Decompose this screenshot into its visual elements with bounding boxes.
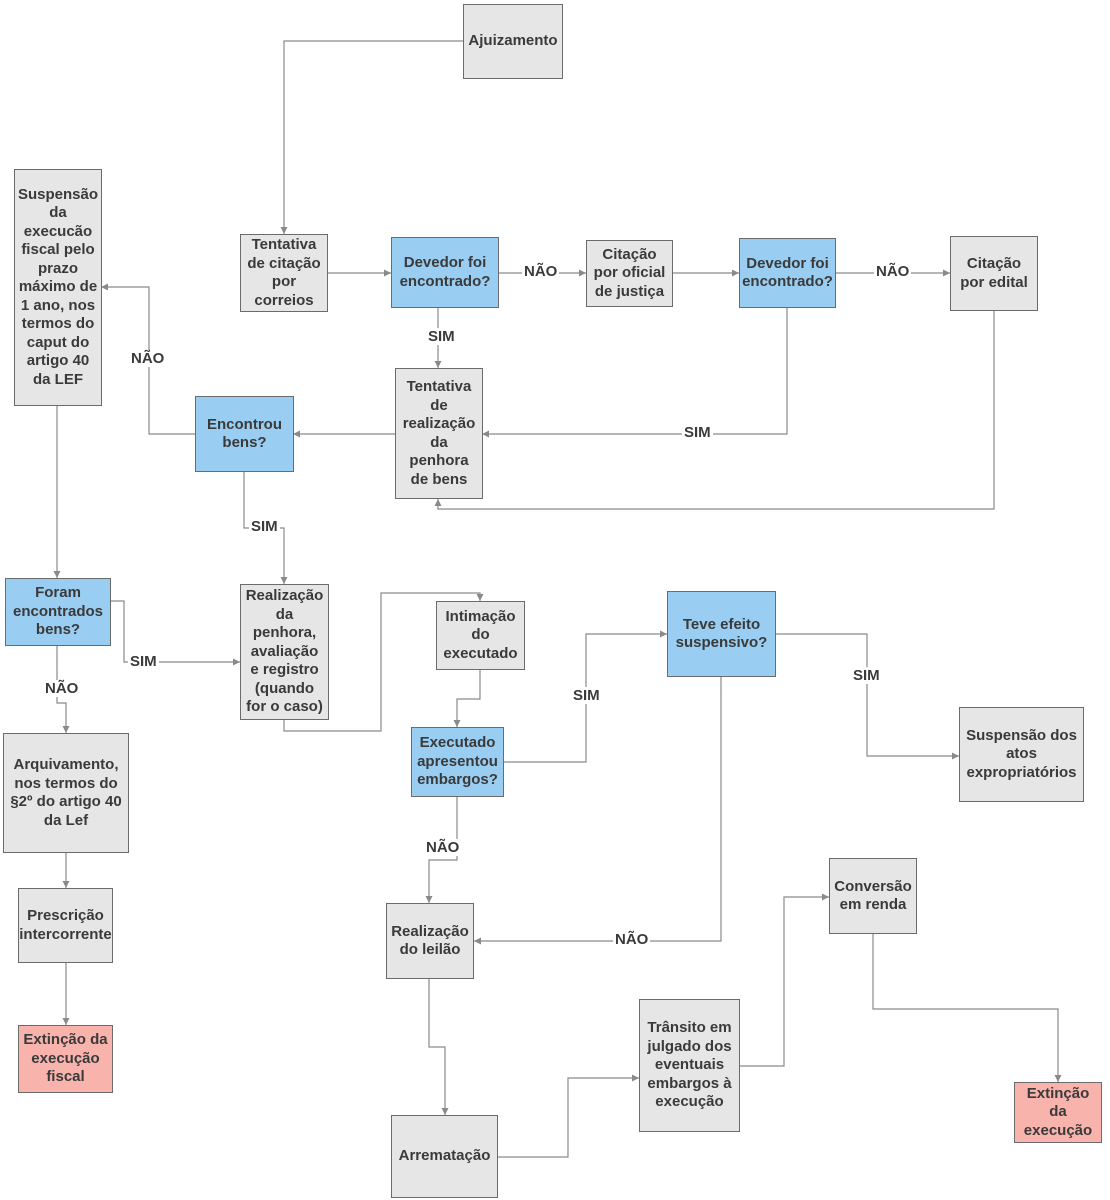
edge-label-nao: NÃO [43, 680, 81, 697]
node-foram-encontrados-bens: Foram encontrados bens? [5, 578, 111, 646]
node-tentativa-citacao: Tentativa de citação por correios [240, 234, 328, 312]
node-realizacao-leilao: Realização do leilão [386, 903, 474, 979]
edge-label-sim: SIM [571, 687, 602, 704]
edge-foram-encontrados-arquivamento [56, 646, 70, 733]
edge-arrematacao-transito [497, 1074, 639, 1158]
edge-realizacao-leilao-arrematacao [428, 979, 449, 1115]
node-devedor-encontrado-2: Devedor foi encontrado? [739, 238, 836, 308]
node-encontrou-bens: Encontrou bens? [195, 396, 294, 472]
node-citacao-edital: Citação por edital [950, 236, 1038, 311]
node-arquivamento: Arquivamento, nos termos do §2º do artig… [3, 733, 129, 853]
edge-realizacao-penhora-intimacao [283, 592, 484, 732]
node-tentativa-penhora: Tentativa de realização da penhora de be… [395, 368, 483, 499]
edge-transito-conversao [740, 893, 829, 1067]
node-conversao-renda: Conversão em renda [829, 858, 917, 934]
edge-teve-efeito-suspensao-atos [775, 633, 959, 760]
node-transito-julgado: Trânsito em julgado dos eventuais embarg… [639, 999, 740, 1132]
edge-label-sim: SIM [249, 518, 280, 535]
node-executado-embargos: Executado apresentou embargos? [411, 727, 504, 797]
node-realizacao-penhora: Realização da penhora, avaliação e regis… [240, 584, 329, 720]
node-suspensao-atos: Suspensão dos atos expropriatórios [959, 707, 1084, 802]
edge-label-sim: SIM [426, 328, 457, 345]
edge-ajuizamento-tentativa [280, 40, 463, 234]
edge-label-sim: SIM [128, 653, 159, 670]
node-citacao-oficial: Citação por oficial de justiça [586, 240, 673, 307]
node-intimacao-executado: Intimação do executado [436, 601, 525, 670]
edge-devedor2-tentativa-penhora [482, 308, 788, 438]
edge-executado-embargos-realizacao-leilao [425, 797, 458, 903]
edge-conversao-extincao-execucao [872, 934, 1062, 1082]
node-extincao-execucao: Extinção da execução [1014, 1082, 1102, 1143]
edge-label-nao: NÃO [522, 263, 560, 280]
node-teve-efeito-suspensivo: Teve efeito suspensivo? [667, 591, 776, 677]
edge-label-nao: NÃO [129, 350, 167, 367]
node-extincao-execucao-fiscal: Extinção da execução fiscal [18, 1025, 113, 1093]
node-devedor-encontrado-1: Devedor foi encontrado? [391, 237, 499, 308]
edge-label-nao: NÃO [874, 263, 912, 280]
node-arrematacao: Arrematação [391, 1115, 498, 1198]
edge-label-nao: NÃO [613, 931, 651, 948]
edge-teve-efeito-realizacao-leilao [474, 677, 722, 945]
edge-foram-encontrados-realizacao-penhora [110, 600, 240, 666]
node-suspensao-execucao: Suspensão da execucão fiscal pelo prazo … [14, 169, 102, 406]
edge-label-nao: NÃO [424, 839, 462, 856]
edge-citacao-edital-tentativa-penhora [434, 311, 995, 510]
edge-label-sim: SIM [682, 424, 713, 441]
edge-intimacao-executado-embargos [453, 670, 481, 727]
node-ajuizamento: Ajuizamento [463, 4, 563, 79]
node-prescricao-intercorrente: Prescrição intercorrente [18, 888, 113, 963]
edge-label-sim: SIM [851, 667, 882, 684]
